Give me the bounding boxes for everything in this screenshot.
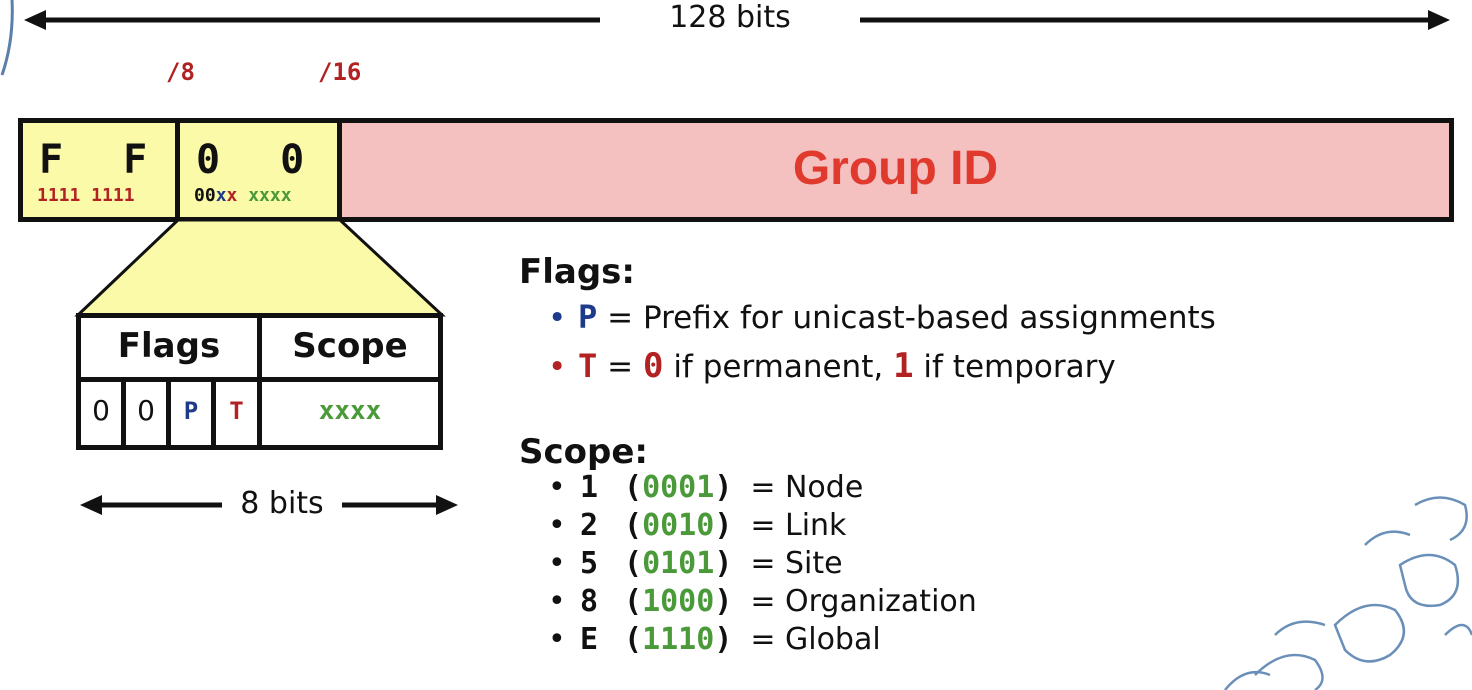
decorative-swirl-bottom-right — [1224, 496, 1472, 690]
scope-bits: 0010 — [642, 508, 715, 543]
paren-open: ( — [624, 546, 643, 581]
scope-code: 5 — [580, 546, 599, 581]
temporary-text: if temporary — [923, 349, 1116, 385]
scope-item-node: • 1 (0001) = Node — [548, 470, 977, 508]
ff-bits: 1111 1111 — [37, 185, 135, 206]
scope-item-global: • E (1110) = Global — [548, 622, 977, 660]
scope-bits: xxxx — [248, 185, 292, 206]
scope-header-cell: Scope — [257, 313, 443, 382]
bit-cell-t: T — [211, 377, 262, 450]
scope-name: = Site — [750, 546, 843, 581]
flags-header: Flags — [117, 326, 221, 366]
flags-header-cell: Flags — [76, 313, 262, 382]
scope-name: = Global — [750, 622, 881, 657]
total-bits-label: 128 bits — [600, 0, 860, 35]
flags-scope-field: 0 0 00xx xxxx — [175, 118, 342, 222]
bit-cell-p: P — [166, 377, 216, 450]
group-id-field: Group ID — [337, 118, 1454, 222]
paren-close: ) — [714, 508, 733, 543]
scope-list: • 1 (0001) = Node • 2 (0010) = Link • 5 (0101) = … — [548, 470, 977, 660]
value-zero: 0 — [642, 346, 664, 386]
width-arrow-128 — [24, 10, 1450, 30]
paren-open: ( — [624, 622, 643, 657]
scope-value-cell: xxxx — [257, 377, 443, 450]
value-one: 1 — [893, 346, 914, 386]
ff-hex: F F — [39, 137, 166, 183]
paren-close: ) — [714, 622, 733, 657]
scope-bits: 1000 — [642, 584, 715, 619]
paren-open: ( — [624, 470, 643, 505]
scope-header: Scope — [292, 326, 408, 366]
scope-code: 2 — [580, 508, 599, 543]
scope-bits: 1110 — [642, 622, 715, 657]
scope-name: = Link — [750, 508, 847, 543]
scope-item-organization: • 8 (1000) = Organization — [548, 584, 977, 622]
flag-p-description: Prefix for unicast-based assignments — [642, 300, 1216, 336]
bullet-icon: • — [548, 508, 566, 543]
bit-cell-0: 0 — [76, 377, 126, 450]
width-arrow-8 — [80, 495, 458, 515]
bullet-icon: • — [548, 622, 566, 657]
bullet-icon: • — [548, 584, 566, 619]
bit-cell-1: 0 — [121, 377, 171, 450]
equals-sign: = — [607, 300, 634, 336]
scope-bits: 0101 — [642, 546, 715, 581]
expansion-trapezoid — [74, 218, 446, 317]
decorative-swirl-top-left — [0, 0, 14, 76]
flags-scope-bits: 00xx xxxx — [194, 185, 292, 206]
scope-name: = Organization — [750, 584, 977, 619]
flag-bits: xx — [215, 185, 238, 206]
paren-close: ) — [714, 470, 733, 505]
scope-name: = Node — [750, 470, 864, 505]
group-id-label: Group ID — [792, 142, 999, 195]
flag-letter-t: T — [578, 347, 598, 385]
scope-item-site: • 5 (0101) = Site — [548, 546, 977, 584]
flags-item-p: • P = Prefix for unicast-based assignment… — [548, 298, 1216, 336]
paren-open: ( — [624, 584, 643, 619]
prefix-16-label: /16 — [318, 58, 362, 86]
scope-item-link: • 2 (0010) = Link — [548, 508, 977, 546]
scope-code: 8 — [580, 584, 599, 619]
bullet-icon: • — [548, 470, 566, 505]
flags-item-t: • T = 0 if permanent, 1 if temporary — [548, 346, 1116, 386]
flags-scope-hex: 0 0 — [196, 137, 323, 183]
bullet-icon: • — [548, 546, 566, 581]
permanent-text: if permanent, — [673, 349, 884, 385]
prefix-8-label: /8 — [166, 58, 195, 86]
flag-letter-p: P — [578, 298, 598, 336]
paren-open: ( — [624, 508, 643, 543]
scope-code: 1 — [580, 470, 599, 505]
bullet-icon: • — [548, 349, 567, 385]
paren-close: ) — [714, 546, 733, 581]
fixed-bits: 00 — [194, 185, 216, 206]
flags-heading: Flags: — [519, 252, 635, 292]
paren-close: ) — [714, 584, 733, 619]
scope-heading: Scope: — [519, 432, 648, 472]
scope-code: E — [580, 622, 599, 657]
ff-field: F F 1111 1111 — [18, 118, 180, 222]
equals-sign: = — [607, 349, 634, 385]
bullet-icon: • — [548, 300, 567, 336]
eight-bits-label: 8 bits — [240, 486, 324, 521]
scope-bits: 0001 — [642, 470, 715, 505]
